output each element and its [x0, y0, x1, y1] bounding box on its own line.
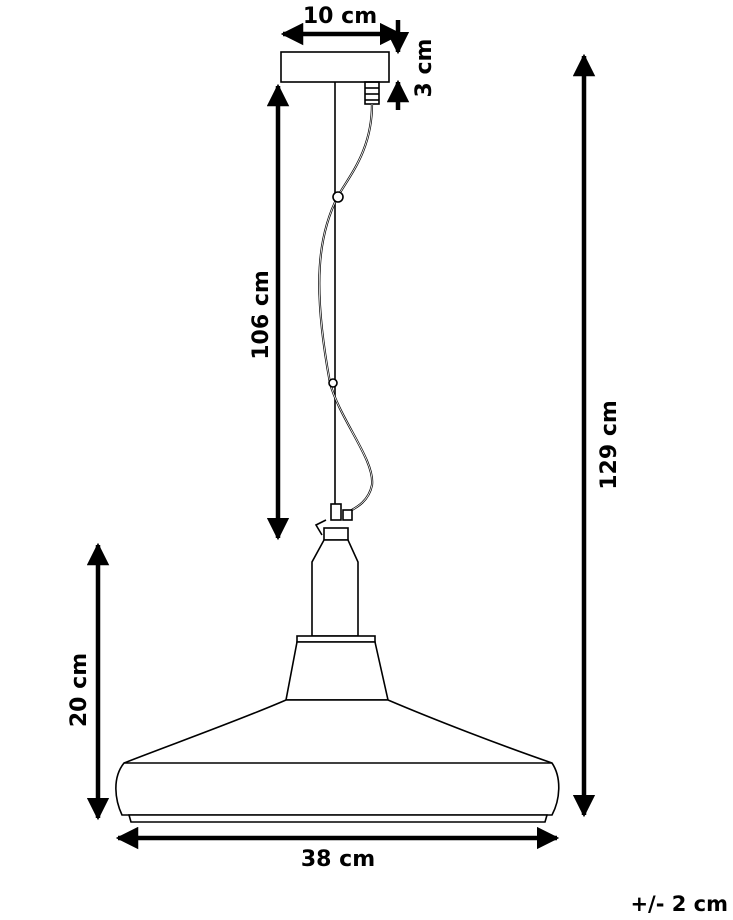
label-canopy-width: 10 cm — [303, 4, 377, 29]
label-total-height: 129 cm — [597, 400, 622, 490]
socket-housing — [311, 539, 359, 637]
dimension-arrows — [86, 20, 596, 850]
lamp-drawing — [115, 51, 560, 823]
label-canopy-height: 3 cm — [412, 39, 437, 98]
shade-body — [115, 699, 560, 816]
power-cord — [318, 103, 374, 515]
socket-stem — [323, 527, 349, 541]
label-shade-diameter: 38 cm — [301, 847, 375, 872]
ceiling-canopy — [280, 51, 390, 83]
tolerance-note: +/- 2 cm — [630, 892, 728, 916]
shade-collar — [296, 635, 376, 643]
label-cable-length: 106 cm — [249, 270, 274, 360]
label-shade-height: 20 cm — [67, 653, 92, 727]
shade-top — [285, 641, 389, 701]
